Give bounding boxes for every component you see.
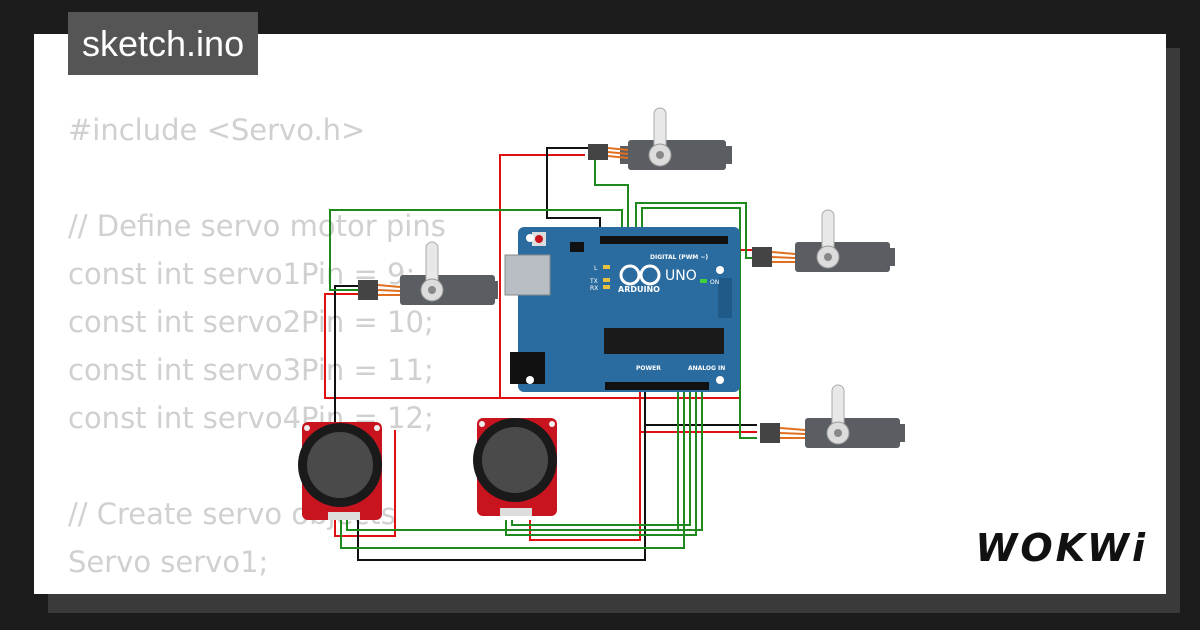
- servo-icon: [760, 384, 905, 448]
- code-line: const int servo4Pin = 12;: [68, 401, 434, 435]
- code-line: const int servo2Pin = 10;: [68, 305, 434, 339]
- analog-label: ANALOG IN: [688, 365, 725, 372]
- code-line: #include <Servo.h>: [68, 113, 366, 147]
- joystick-icon: [473, 418, 557, 516]
- servo-icon: [358, 241, 498, 305]
- code-line: const int servo1Pin = 9;: [68, 257, 416, 291]
- servo-icon: [588, 107, 732, 170]
- l-label: L: [594, 265, 598, 272]
- joystick-icon: [298, 422, 382, 520]
- uno-label: UNO: [665, 268, 697, 284]
- wokwi-logo: WOKWi: [975, 526, 1148, 570]
- on-label: ON: [710, 279, 719, 286]
- code-line: Servo servo2;: [68, 586, 446, 594]
- wires: [324, 147, 757, 561]
- arduino-uno-icon: UNO ARDUINO DIGITAL (PWM ~) POWER ANALOG…: [504, 227, 740, 392]
- arduino-label: ARDUINO: [618, 285, 660, 294]
- digital-label: DIGITAL (PWM ~): [650, 254, 708, 261]
- servo-icon: [752, 209, 895, 272]
- tx-label: TX: [589, 278, 598, 285]
- rx-label: RX: [590, 285, 598, 292]
- power-label: POWER: [636, 365, 661, 372]
- sketch-title: sketch.ino: [68, 12, 259, 75]
- code-line: Servo servo1;: [68, 545, 269, 579]
- code-line: // Define servo motor pins: [68, 209, 446, 243]
- code-line: const int servo3Pin = 11;: [68, 353, 434, 387]
